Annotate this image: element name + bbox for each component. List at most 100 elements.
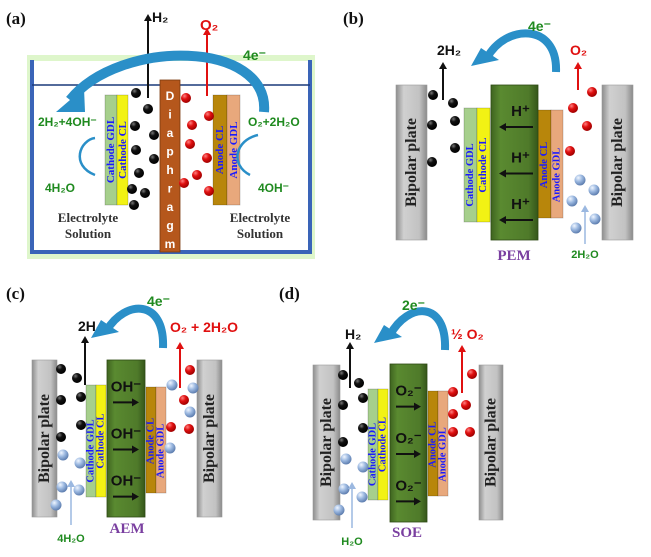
ion-label: O₂⁻ [395, 477, 421, 494]
hydrogen-bubble [338, 370, 348, 380]
bipolar-plate-left-label: Bipolar plate [318, 398, 335, 487]
diaphragm-letter: r [168, 182, 173, 196]
membrane [490, 84, 539, 241]
water-bubble [357, 461, 369, 473]
water-bubble [187, 382, 199, 394]
bipolar-plate-right-label: Bipolar plate [483, 398, 500, 487]
ion-label: OH⁻ [111, 378, 142, 395]
cathode-cl-label: Cathode CL [378, 417, 389, 472]
electrolyte-right-label: Electrolyte [230, 210, 291, 225]
water-bubble [50, 499, 62, 511]
cathode-cl-label: Cathode CL [117, 121, 129, 179]
water-bubble [574, 174, 586, 186]
diaphragm-letter: i [168, 108, 171, 122]
oxygen-bubble [179, 178, 189, 188]
oxygen-bubble [187, 120, 197, 130]
h2-label: 2H₂ [437, 42, 461, 58]
ion-flow-arrow-head [132, 398, 139, 407]
bipolar-plate-right-label: Bipolar plate [201, 394, 218, 483]
cathode-gdl-label: Cathode GDL [465, 143, 476, 206]
water-bubble [74, 457, 86, 469]
diaphragm-letter: p [166, 145, 173, 159]
hydrogen-bubble [76, 420, 86, 430]
oxygen-bubble [185, 139, 195, 149]
cathode-gdl-label: Cathode GDL [105, 117, 117, 183]
water-bubble [566, 195, 578, 207]
o2-label: O₂ [200, 17, 218, 34]
electrons-label: 4e⁻ [147, 293, 170, 309]
anode-cl-label: Anode CL [214, 126, 226, 175]
water-label: 4H₂O [57, 533, 85, 545]
oxygen-bubble [568, 103, 578, 113]
oxygen-bubble [204, 186, 214, 196]
hydrogen-bubble [56, 432, 66, 442]
electron-flow-arrow-head [471, 48, 499, 66]
hydrogen-bubble [56, 364, 66, 374]
diaphragm-letter: a [167, 200, 174, 214]
electrons-label: 4e⁻ [528, 18, 551, 34]
diaphragm-letter: g [166, 219, 173, 233]
oxygen-bubble [565, 146, 575, 156]
ion-label: H⁺ [511, 103, 530, 120]
water-bubble [164, 442, 176, 454]
panel-label: (a) [6, 9, 26, 28]
hydrogen-bubble [76, 392, 86, 402]
h2-label: H₂ [152, 9, 168, 25]
oxygen-bubble [179, 395, 189, 405]
water-bubble [73, 484, 85, 496]
cathode-cl-layer [95, 384, 107, 498]
hydrogen-bubble [427, 157, 437, 167]
bipolar-plate-left [312, 364, 341, 521]
hydrogen-bubble [56, 395, 66, 405]
anode-gdl-label: Anode GDL [552, 148, 563, 203]
oxygen-bubble [582, 121, 592, 131]
h2-outlet-arrow-head [346, 342, 354, 349]
o2-outlet-arrow-head [176, 342, 184, 349]
hydrogen-bubble [140, 188, 150, 198]
oxygen-bubble [184, 424, 194, 434]
hydrogen-bubble [354, 378, 364, 388]
membrane-label: PEM [497, 248, 530, 264]
anode-input: 4OH⁻ [258, 181, 289, 195]
hydrogen-bubble [129, 200, 139, 210]
cathode-input: 4H₂O [45, 181, 75, 195]
water-bubble [570, 222, 582, 234]
water-inlet-arrow-head [348, 482, 356, 489]
bipolar-plate-right [196, 359, 223, 518]
ion-label: H⁺ [511, 196, 530, 213]
electron-flow-arrow [103, 304, 168, 349]
o2-outlet-arrow-head [203, 28, 211, 35]
cathode-cl-label: Cathode CL [96, 413, 107, 468]
panel-label: (c) [6, 284, 25, 303]
bipolar-plate-right [478, 364, 504, 521]
water-label: 2H₂O [571, 249, 599, 261]
ion-flow-arrow-head [499, 123, 506, 131]
cathode-cl-layer [476, 107, 491, 223]
bipolar-plate-left-label: Bipolar plate [403, 118, 420, 207]
water-bubble [588, 184, 600, 196]
hydrogen-bubble [427, 120, 437, 130]
water-bubble [333, 504, 345, 516]
anode-reaction: O₂+2H₂O [248, 115, 300, 129]
o2-label: O₂ + 2H₂O [170, 319, 238, 335]
hydrogen-bubble [72, 373, 82, 383]
cathode-reaction: 2H₂+4OH⁻ [38, 115, 97, 129]
hydrogen-bubble [358, 393, 368, 403]
anode-gdl-layer [437, 390, 449, 497]
oxygen-bubble [185, 365, 195, 375]
oxygen-bubble [448, 409, 458, 419]
oxygen-bubble [461, 400, 471, 410]
anode-gdl-layer [550, 109, 564, 219]
o2-outlet-arrow-head [458, 345, 466, 352]
cathode-cycle-arrow [78, 136, 96, 177]
hydrogen-bubble [149, 130, 159, 140]
cathode-cl-layer [116, 94, 129, 206]
oxygen-bubble [166, 422, 176, 432]
diaphragm [159, 79, 181, 253]
ion-flow-arrow-head [414, 402, 421, 411]
h2-outlet-arrow-head [144, 14, 152, 21]
electrolyte-right-label: Solution [237, 226, 284, 241]
